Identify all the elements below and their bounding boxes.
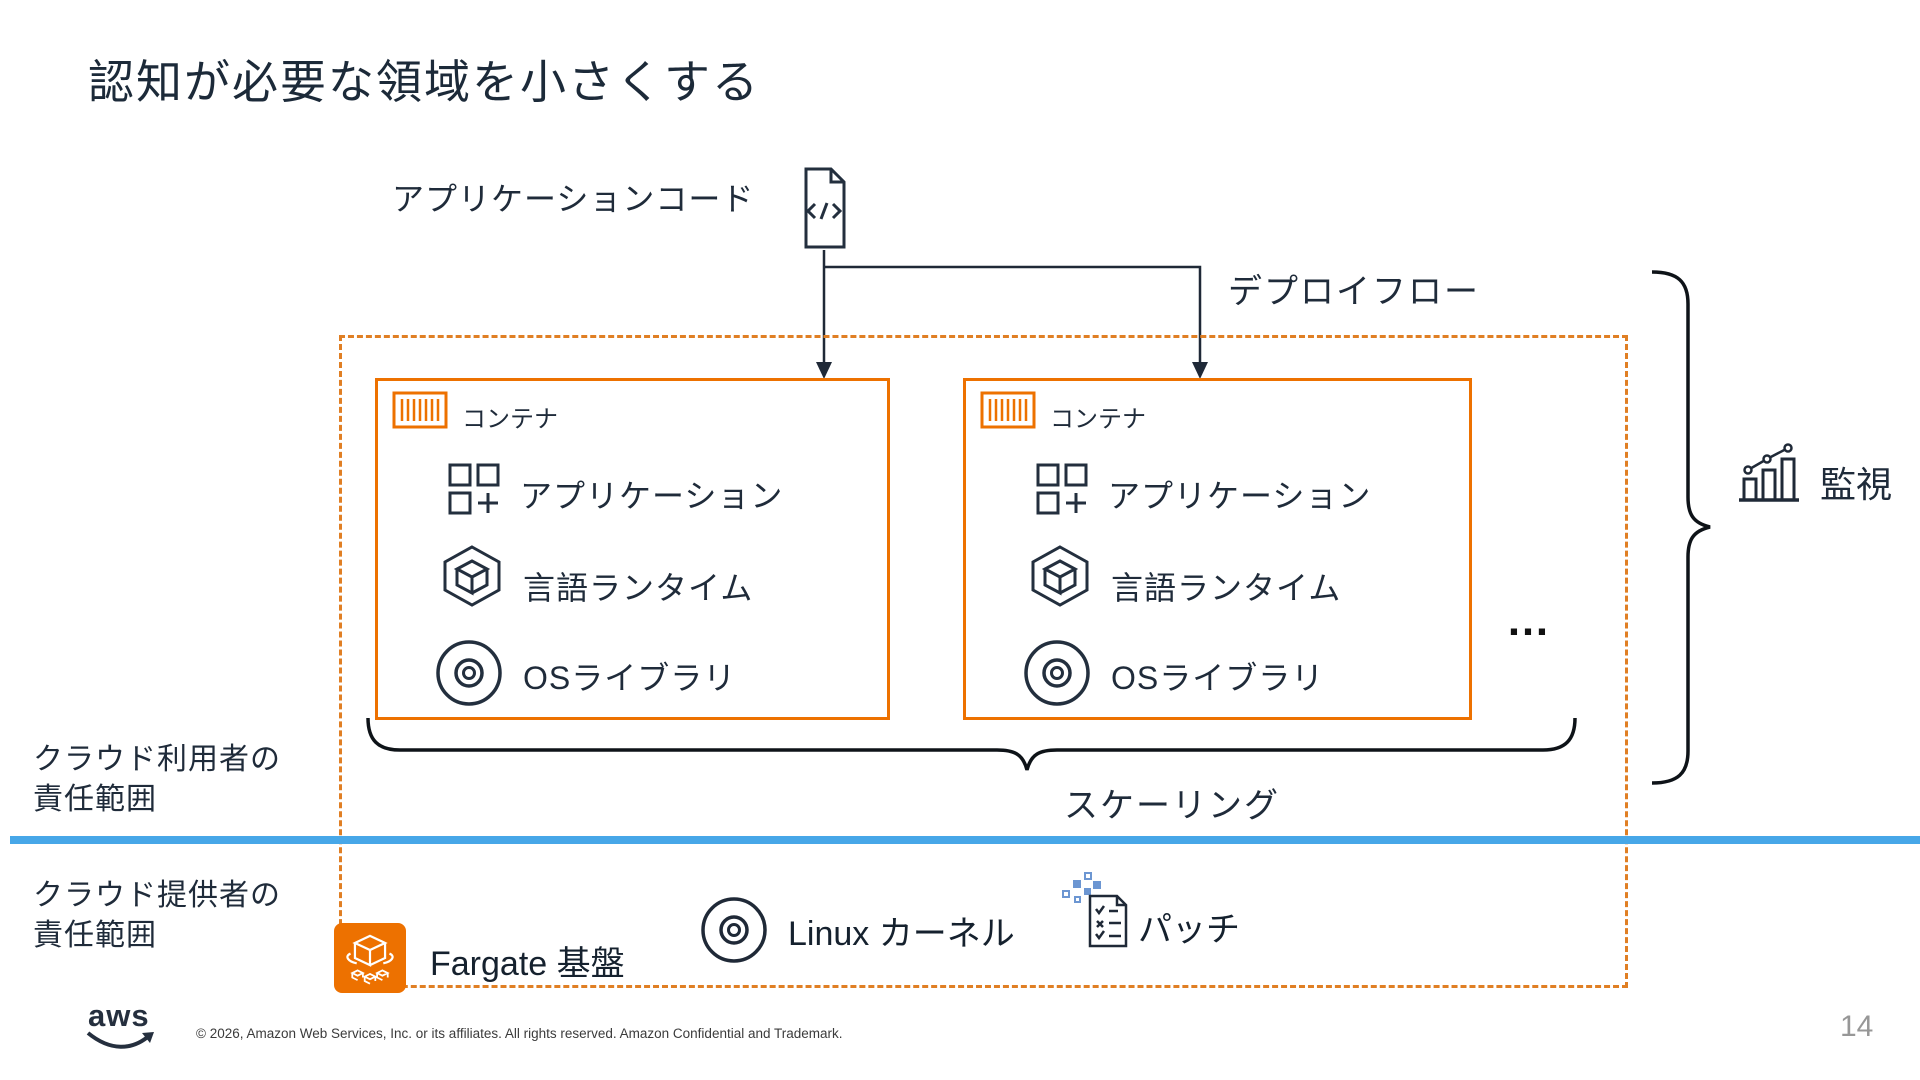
application-code-label: アプリケーションコード <box>392 181 755 217</box>
responsibility-divider-line <box>10 836 1920 844</box>
container-header-label: コンテナ <box>462 406 558 433</box>
bar-chart-trend-icon <box>1736 442 1802 504</box>
application-label: アプリケーション <box>520 478 784 514</box>
os-library-label: OSライブラリ <box>1111 660 1325 696</box>
language-runtime-label: 言語ランタイム <box>523 570 754 606</box>
aws-smile-icon <box>84 1030 160 1052</box>
monitoring-label: 監視 <box>1820 464 1893 505</box>
container-box-1: コンテナ アプリケーション 言語ランタイム OSライブラリ <box>375 378 890 720</box>
language-runtime-icon <box>440 544 504 608</box>
scaling-label: スケーリング <box>1064 787 1280 825</box>
language-runtime-icon <box>1028 544 1092 608</box>
provider-line1: クラウド提供者の <box>33 879 281 912</box>
consumer-line1: クラウド利用者の <box>33 743 281 776</box>
fargate-managed-region <box>339 335 1628 988</box>
application-icon <box>448 463 500 515</box>
language-runtime-label: 言語ランタイム <box>1111 570 1342 606</box>
container-stripes-icon <box>392 391 448 429</box>
code-file-icon <box>800 166 848 250</box>
application-icon <box>1036 463 1088 515</box>
slide-title: 認知が必要な領域を小さくする <box>88 56 760 108</box>
os-library-label: OSライブラリ <box>523 660 737 696</box>
aws-logo: aws <box>88 998 150 1033</box>
fargate-icon <box>334 923 406 993</box>
container-stripes-icon <box>980 391 1036 429</box>
consumer-line2: 責任範囲 <box>33 783 157 816</box>
copyright-text: © 2026, Amazon Web Services, Inc. or its… <box>196 1026 843 1041</box>
os-library-icon <box>1023 639 1091 707</box>
linux-kernel-disc-icon <box>700 896 768 964</box>
container-box-2: コンテナ アプリケーション 言語ランタイム OSライブラリ <box>963 378 1472 720</box>
application-label: アプリケーション <box>1108 478 1372 514</box>
more-containers-ellipsis: … <box>1506 596 1553 645</box>
os-library-icon <box>435 639 503 707</box>
linux-kernel-label: Linux カーネル <box>788 915 1015 953</box>
fargate-label: Fargate 基盤 <box>430 945 625 983</box>
patch-label: パッチ <box>1138 911 1240 949</box>
provider-line2: 責任範囲 <box>33 919 157 952</box>
deploy-flow-label: デプロイフロー <box>1228 273 1480 311</box>
container-header-label: コンテナ <box>1050 406 1146 433</box>
cloud-consumer-responsibility-label: クラウド利用者の 責任範囲 <box>33 740 281 820</box>
page-number: 14 <box>1840 1010 1874 1043</box>
patch-document-icon <box>1060 870 1136 950</box>
cloud-provider-responsibility-label: クラウド提供者の 責任範囲 <box>33 876 281 956</box>
